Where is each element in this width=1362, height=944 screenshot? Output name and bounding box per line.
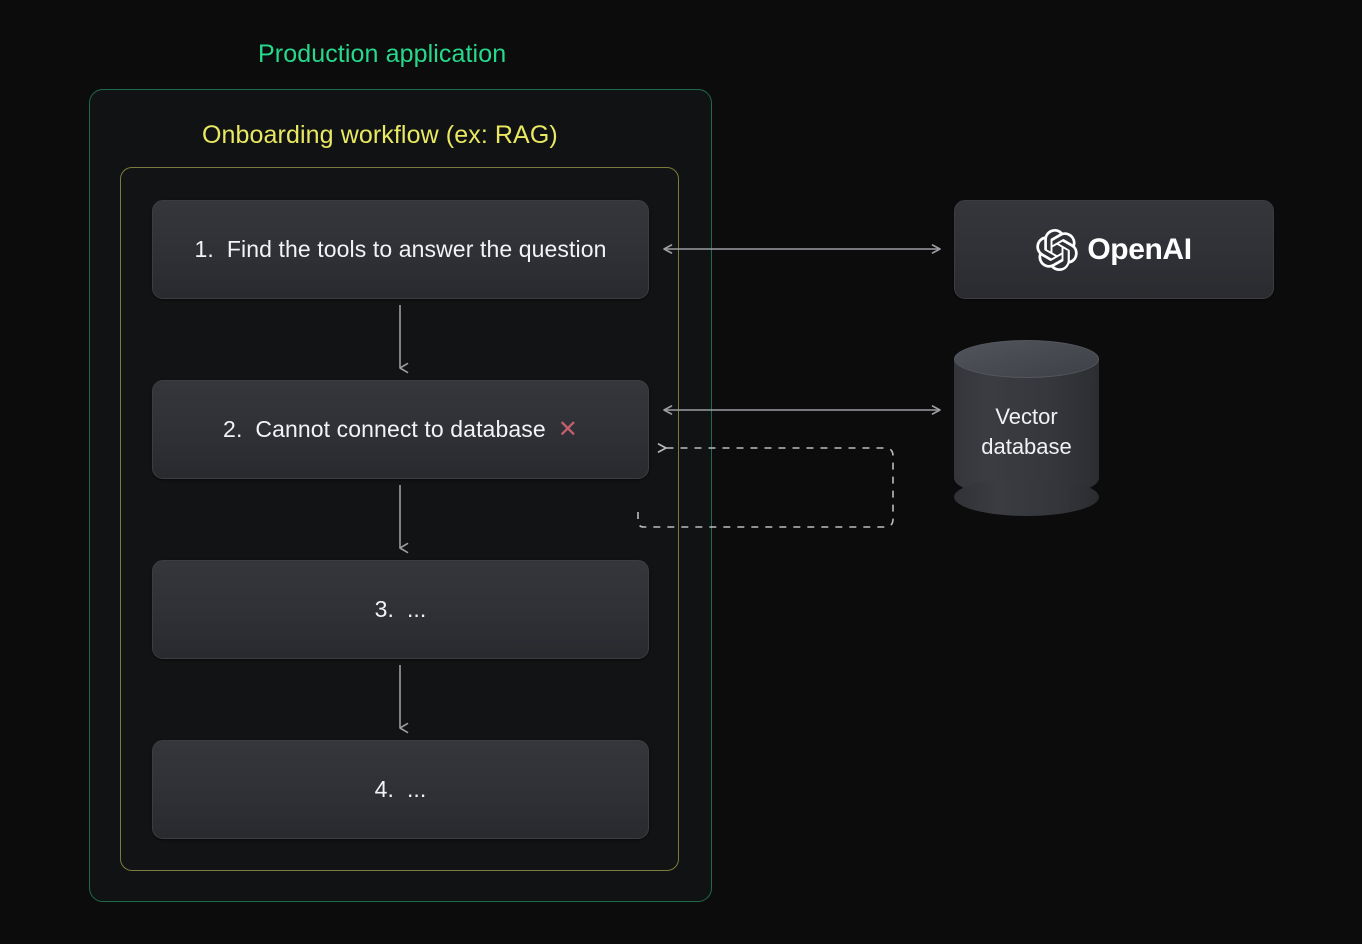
vector-database-node[interactable]: Vector database xyxy=(954,340,1099,516)
workflow-step-1[interactable]: 1. Find the tools to answer the question xyxy=(152,200,649,299)
vector-database-label-line2: database xyxy=(981,434,1072,459)
workflow-step-4[interactable]: 4. ... xyxy=(152,740,649,839)
cylinder-bottom xyxy=(954,478,1099,516)
workflow-step-1-label: 1. Find the tools to answer the question xyxy=(194,236,607,262)
vector-database-label-line1: Vector xyxy=(995,404,1058,429)
cylinder-top xyxy=(954,340,1099,378)
production-application-title: Production application xyxy=(258,40,507,68)
openai-wordmark: OpenAI xyxy=(1087,232,1192,266)
workflow-step-2[interactable]: 2. Cannot connect to database ✕ xyxy=(152,380,649,479)
workflow-step-2-label: 2. Cannot connect to database xyxy=(223,416,546,442)
onboarding-workflow-title: Onboarding workflow (ex: RAG) xyxy=(202,121,558,149)
error-cross-icon: ✕ xyxy=(557,415,578,443)
openai-blossom-icon xyxy=(1036,228,1079,271)
openai-service-card[interactable]: OpenAI xyxy=(954,200,1274,299)
vector-database-label: Vector database xyxy=(954,402,1099,462)
workflow-step-3[interactable]: 3. ... xyxy=(152,560,649,659)
cylinder-body xyxy=(954,358,1099,498)
workflow-step-3-label: 3. ... xyxy=(374,596,427,622)
workflow-step-4-label: 4. ... xyxy=(374,776,427,802)
